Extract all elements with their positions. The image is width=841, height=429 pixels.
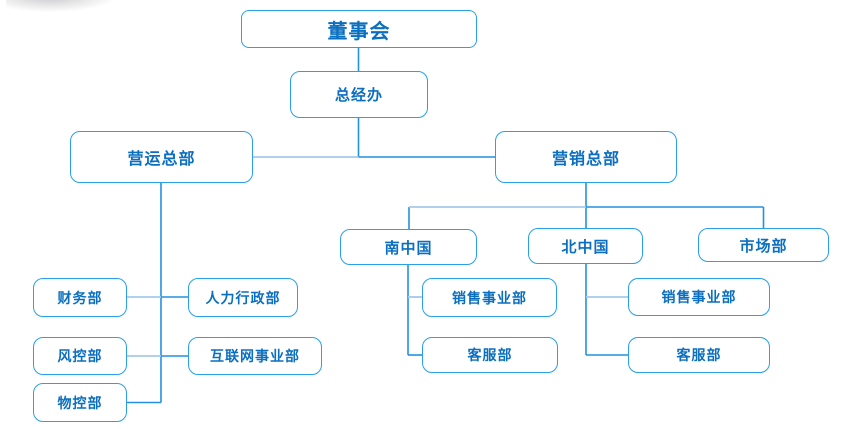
- org-node-label: 销售事业部: [661, 289, 737, 305]
- org-node-label: 营运总部: [127, 151, 196, 168]
- org-node-operations-hq[interactable]: 营运总部: [70, 131, 253, 183]
- org-node-label: 北中国: [561, 238, 610, 256]
- org-node-marketing-hq[interactable]: 营销总部: [495, 131, 677, 183]
- org-node-finance-dept[interactable]: 财务部: [33, 278, 127, 317]
- org-node-label: 客服部: [467, 347, 513, 363]
- org-node-gm-office[interactable]: 总经办: [290, 71, 428, 118]
- org-node-label: 营销总部: [551, 151, 620, 168]
- org-node-board[interactable]: 董事会: [241, 10, 477, 48]
- org-node-label: 销售事业部: [452, 289, 527, 306]
- org-node-hr-admin-dept[interactable]: 人力行政部: [188, 278, 298, 317]
- org-node-label: 总经办: [334, 87, 383, 104]
- org-node-label: 人力行政部: [205, 289, 281, 306]
- org-node-material-control-dept[interactable]: 物控部: [33, 383, 127, 422]
- org-node-label: 市场部: [739, 237, 788, 255]
- org-node-south-china[interactable]: 南中国: [340, 229, 477, 265]
- org-node-label: 财务部: [57, 289, 103, 306]
- org-node-market-dept[interactable]: 市场部: [698, 228, 829, 262]
- org-node-label: 客服部: [676, 347, 722, 363]
- org-node-label: 董事会: [327, 20, 391, 43]
- org-node-internet-division[interactable]: 互联网事业部: [188, 337, 322, 375]
- org-node-label: 风控部: [57, 348, 103, 364]
- org-node-label: 物控部: [57, 394, 103, 411]
- org-node-south-customer-service[interactable]: 客服部: [422, 337, 558, 373]
- org-node-label: 互联网事业部: [210, 348, 300, 364]
- org-node-label: 南中国: [384, 239, 433, 257]
- org-node-south-sales-division[interactable]: 销售事业部: [422, 278, 557, 317]
- org-node-north-china[interactable]: 北中国: [528, 228, 643, 264]
- org-node-risk-control-dept[interactable]: 风控部: [33, 337, 127, 375]
- org-node-north-sales-division[interactable]: 销售事业部: [628, 278, 770, 316]
- org-node-north-customer-service[interactable]: 客服部: [628, 337, 770, 373]
